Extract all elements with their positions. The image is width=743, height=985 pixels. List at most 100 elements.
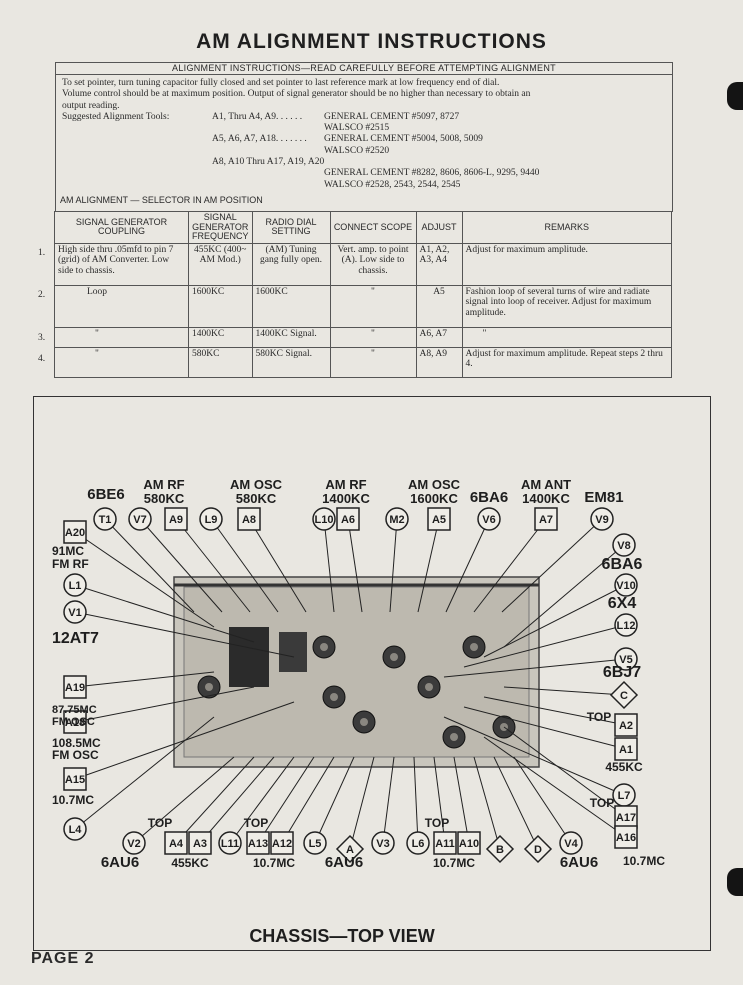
callout-l4: L4 [63, 817, 87, 841]
cell-scope: " [329, 284, 417, 328]
svg-text:V5: V5 [619, 654, 632, 666]
leader-line [503, 544, 625, 648]
svg-text:L10: L10 [315, 514, 334, 526]
diagram-label: AM OSC [230, 477, 283, 492]
svg-text:A10: A10 [459, 838, 479, 850]
cell-frequency: 580KC [188, 346, 253, 378]
callout-l5: L5 [303, 831, 327, 855]
svg-text:B: B [496, 844, 504, 856]
leader-line [175, 756, 255, 844]
svg-text:A7: A7 [539, 514, 553, 526]
callout-a5: A5 [427, 507, 451, 531]
leader-line [347, 518, 363, 613]
svg-text:D: D [534, 844, 542, 856]
leader-line [513, 756, 572, 844]
callout-c: C [609, 680, 639, 710]
cell-coupling: " [54, 346, 189, 378]
callout-a11: A11 [433, 831, 457, 855]
cell-dial: 1400KC Signal. [251, 326, 331, 348]
callout-v7: V7 [128, 507, 152, 531]
leader-line [503, 726, 627, 818]
col-header: REMARKS [461, 211, 672, 244]
callout-l1: L1 [63, 573, 87, 597]
leader-line [413, 756, 419, 844]
alignment-table: SIGNAL GENERATOR COUPLING SIGNAL GENERAT… [54, 211, 672, 378]
callout-v3: V3 [371, 831, 395, 855]
cell-adjust: A8, A9 [415, 346, 463, 378]
callout-a17: A17 [614, 805, 638, 829]
callout-a: A [335, 834, 365, 864]
leader-line [433, 756, 446, 844]
callout-a2: A2 [614, 713, 638, 737]
leader-line [74, 531, 215, 628]
svg-text:A3: A3 [193, 838, 207, 850]
tube-cap [470, 643, 478, 651]
col-header: ADJUST [415, 211, 463, 244]
tube-cap [450, 733, 458, 741]
leader-line [483, 736, 627, 838]
cell-frequency: 1400KC [188, 326, 253, 348]
leader-line [382, 756, 395, 844]
tool-range [212, 123, 324, 134]
callout-a3: A3 [188, 831, 212, 855]
diagram-label: FM OSC [52, 748, 99, 762]
leader-line [483, 584, 627, 658]
row-number: 3. [38, 333, 46, 343]
tube-cap [205, 683, 213, 691]
cell-scope: " [329, 326, 417, 348]
diagram-label: TOP [590, 796, 614, 810]
tool-maker: WALSCO #2528, 2543, 2544, 2545 [324, 179, 461, 190]
svg-text:V6: V6 [482, 514, 495, 526]
callout-l6: L6 [406, 831, 430, 855]
svg-text:V2: V2 [127, 838, 140, 850]
tool-range: A1, Thru A4, A9. . . . . . [212, 111, 303, 122]
diagram-label: 455KC [171, 856, 209, 870]
callout-a12: A12 [270, 831, 294, 855]
cell-remarks: Fashion loop of several turns of wire an… [461, 284, 672, 328]
leader-line [281, 756, 335, 844]
punch-hole [727, 82, 743, 110]
svg-text:L12: L12 [617, 620, 636, 632]
diagram-label: 6BJ7 [603, 664, 641, 681]
cell-adjust: A6, A7 [415, 326, 463, 348]
svg-text:V1: V1 [68, 607, 81, 619]
leader-line [229, 756, 295, 844]
cell-frequency: 455KC (400~ AM Mod.) [188, 242, 253, 286]
diagram-label: 6BE6 [87, 486, 125, 503]
svg-text:A15: A15 [65, 774, 85, 786]
svg-text:A9: A9 [169, 514, 183, 526]
diagram-label: 87.75MC [52, 704, 97, 716]
svg-text:V3: V3 [376, 838, 389, 850]
diagram-label: 91MC [52, 544, 84, 558]
tool-range: A8, A10 Thru A17, A19, A20 [212, 157, 325, 168]
cell-coupling: Loop [54, 284, 189, 328]
leader-line [74, 671, 215, 688]
svg-text:M2: M2 [389, 514, 404, 526]
leader-line [501, 518, 603, 613]
tube-cap [425, 683, 433, 691]
callout-a13: A13 [246, 831, 270, 855]
leader-line [503, 686, 625, 696]
tool-maker: GENERAL CEMENT #8282, 8606, 8606-L, 9295… [324, 168, 540, 179]
instruction-line: To set pointer, turn tuning capacitor fu… [62, 78, 500, 88]
diagram-label: TOP [148, 816, 172, 830]
diagram-label: 1600KC [410, 491, 458, 506]
leader-line [248, 518, 307, 613]
cell-adjust: A5 [415, 284, 463, 328]
tool-maker [324, 157, 654, 168]
tool-range [212, 168, 324, 179]
callout-a8: A8 [237, 507, 261, 531]
table-row: " 580KC 580KC Signal. " A8, A9 Adjust fo… [54, 346, 672, 378]
col-header: SIGNAL GENERATOR COUPLING [54, 211, 189, 244]
cell-remarks: " [461, 326, 672, 348]
svg-text:A12: A12 [272, 838, 292, 850]
svg-text:V9: V9 [595, 514, 608, 526]
svg-text:C: C [620, 690, 628, 702]
tube-cap [320, 643, 328, 651]
cell-adjust: A1, A2, A3, A4 [415, 242, 463, 286]
cell-remarks: Adjust for maximum amplitude. [461, 242, 672, 286]
callout-l7: L7 [612, 783, 636, 807]
diagram-label: 6AU6 [560, 854, 598, 871]
